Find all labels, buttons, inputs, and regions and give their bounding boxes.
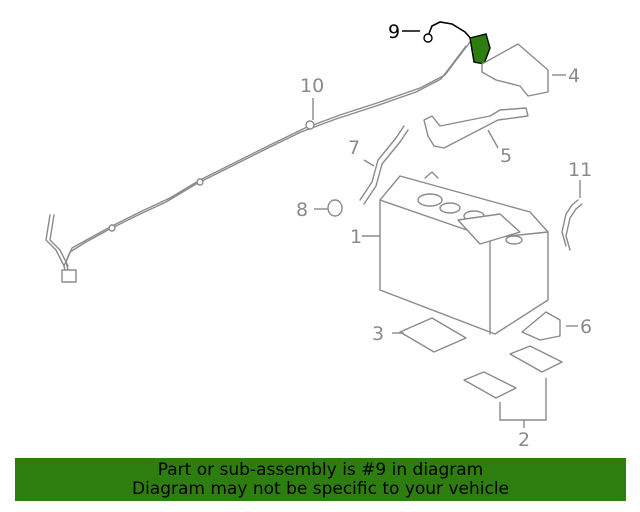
callout-10: 10 (300, 75, 324, 97)
part-5-bracket[interactable] (423, 107, 529, 149)
callout-1: 1 (350, 226, 362, 248)
part-9-cable[interactable] (423, 21, 491, 65)
part-9-terminal (469, 33, 491, 65)
part-3-pad[interactable] (399, 317, 467, 353)
callout-3: 3 (372, 323, 384, 345)
banner-line-2: Diagram may not be specific to your vehi… (131, 479, 509, 499)
callout-9: 9 (388, 21, 400, 43)
callout-5: 5 (500, 145, 512, 167)
banner-line-1: Part or sub-assembly is #9 in diagram (157, 460, 484, 480)
callout-11: 11 (568, 159, 592, 181)
parts-diagram: 1 2 3 4 5 6 7 8 9 10 11 (45, 21, 592, 451)
callout-8: 8 (296, 199, 308, 221)
part-8-plug[interactable] (327, 199, 343, 217)
part-1-battery[interactable] (379, 171, 549, 335)
callout-7: 7 (348, 137, 360, 159)
part-2-pad-b[interactable] (463, 371, 517, 399)
part-11-strap[interactable] (561, 199, 583, 251)
info-banner: Part or sub-assembly is #9 in diagram Di… (15, 458, 626, 501)
callout-6: 6 (580, 316, 592, 338)
part-7-rod[interactable] (359, 125, 409, 205)
part-6-clamp[interactable] (521, 311, 561, 341)
callout-4: 4 (568, 65, 580, 87)
callout-2: 2 (518, 429, 530, 451)
part-10-harness[interactable] (45, 41, 471, 283)
part-4-cover[interactable] (481, 43, 549, 97)
part-2-pad-a[interactable] (509, 345, 563, 373)
